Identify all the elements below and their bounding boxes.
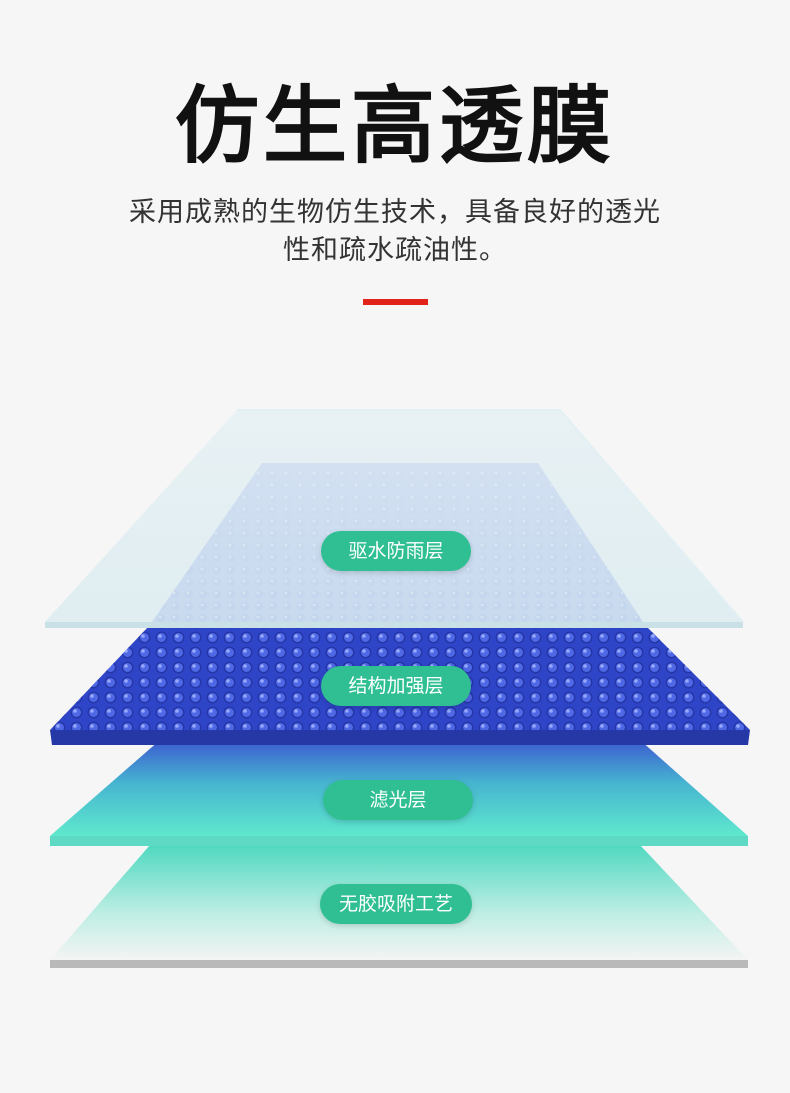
layer-label-structure: 结构加强层 [321, 666, 471, 706]
description: 采用成熟的生物仿生技术，具备良好的透光 性和疏水疏油性。 [95, 194, 695, 270]
description-line-2: 性和疏水疏油性。 [283, 235, 507, 266]
layer-label-rainproof: 驱水防雨层 [321, 531, 471, 571]
accent-divider [363, 299, 428, 305]
description-line-1: 采用成熟的生物仿生技术，具备良好的透光 [129, 197, 661, 228]
layer-label-adhesive-free: 无胶吸附工艺 [320, 884, 472, 924]
page-title: 仿生高透膜 [174, 77, 615, 175]
glass-layer [45, 409, 744, 628]
layer-label-filter: 滤光层 [323, 780, 473, 820]
